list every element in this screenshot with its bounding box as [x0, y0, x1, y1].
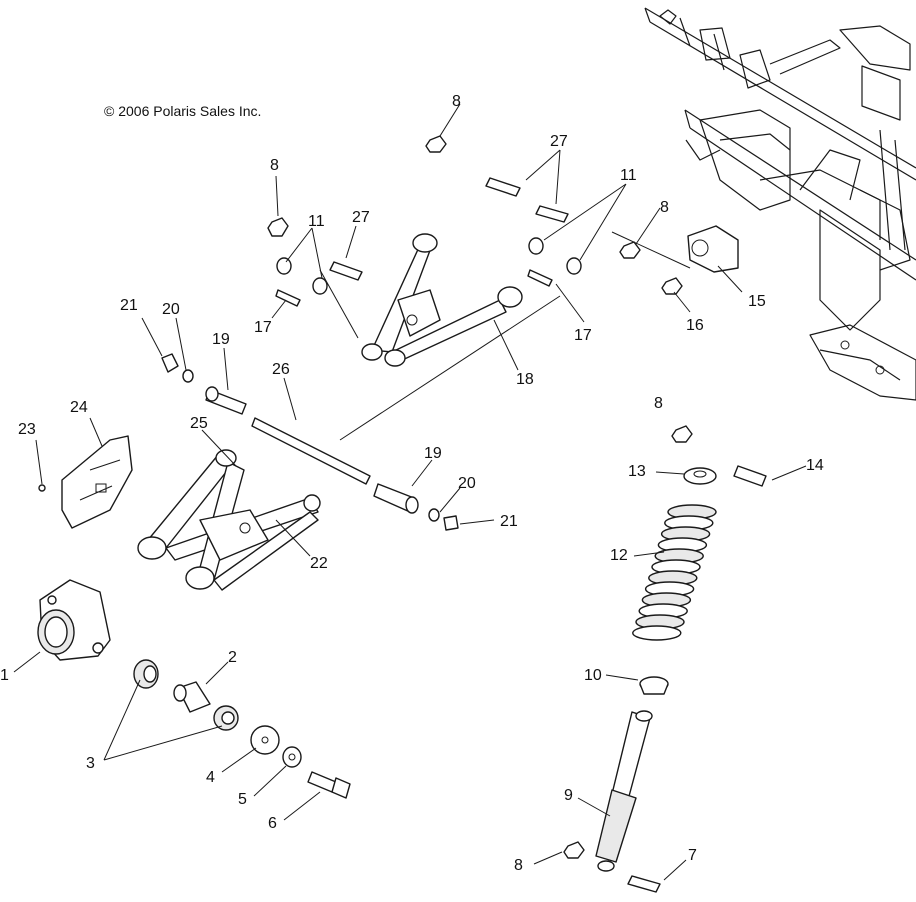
upper-a-arm [361, 233, 523, 367]
bushing [173, 681, 211, 713]
pivot-shaft [251, 417, 371, 485]
pivot-tube-right [373, 483, 419, 514]
nut-8-d [671, 425, 693, 443]
callout-17-right: 17 [574, 327, 592, 344]
callout-27-left: 27 [352, 209, 370, 226]
spring-coil [632, 625, 682, 641]
callout-19-right: 19 [424, 445, 442, 462]
callout-3: 3 [86, 755, 95, 772]
callout-8-shock-top: 8 [654, 395, 663, 412]
callout-8-top: 8 [452, 93, 461, 110]
nut-8-b [425, 135, 447, 153]
callout-7: 7 [688, 847, 697, 864]
callout-6: 6 [268, 815, 277, 832]
callout-26: 26 [272, 361, 290, 378]
callout-8-shock-bottom: 8 [514, 857, 523, 874]
shock-absorber-9 [595, 710, 653, 872]
callout-20-right: 20 [458, 475, 476, 492]
bushing-11-d [566, 257, 582, 275]
washer-20-left [182, 369, 194, 383]
small-screw-23 [38, 484, 46, 492]
spring-seat-10 [639, 676, 669, 695]
callout-21-left: 21 [120, 297, 138, 314]
washer-large [250, 725, 280, 755]
shock-mount-bracket [687, 225, 739, 273]
callout-22: 22 [310, 555, 328, 572]
callout-11-right: 11 [620, 167, 637, 184]
callout-8-left: 8 [270, 157, 279, 174]
lower-a-arm [137, 449, 321, 591]
callout-14: 14 [806, 457, 824, 474]
bolt-21-left [161, 353, 179, 373]
hub-bolt [307, 771, 351, 799]
spring-12 [632, 504, 717, 641]
callout-24: 24 [70, 399, 88, 416]
nut-8-c [619, 241, 641, 259]
callout-12: 12 [610, 547, 628, 564]
bearing-carrier [37, 579, 111, 661]
callout-5: 5 [238, 791, 247, 808]
callout-21-right: 21 [500, 513, 518, 530]
callout-18: 18 [516, 371, 534, 388]
callout-2: 2 [228, 649, 237, 666]
copyright-text: © 2006 Polaris Sales Inc. [104, 103, 261, 119]
washer-small [282, 746, 302, 768]
nut-16 [661, 277, 683, 295]
bearing-seal-2 [213, 705, 239, 731]
bearing-seal-1 [133, 659, 159, 689]
sleeve-17-a [275, 289, 301, 307]
callout-27-right: 27 [550, 133, 568, 150]
washer-20-right [428, 508, 440, 522]
callout-8-right: 8 [660, 199, 669, 216]
bolt-27-c [535, 205, 569, 223]
spring-retainer-13 [683, 467, 717, 485]
bushing-11-a [276, 257, 292, 275]
a-arm-guard [61, 435, 133, 529]
callout-20-left: 20 [162, 301, 180, 318]
callout-labels: 1 2 3 4 5 6 7 8 8 8 8 8 9 10 11 11 12 13… [0, 93, 824, 874]
bolt-27-b [485, 177, 521, 197]
bolt-7 [627, 875, 661, 893]
nut-8-e [563, 841, 585, 859]
callout-4: 4 [206, 769, 215, 786]
pivot-tube-left [205, 386, 247, 415]
bolt-27-a [329, 261, 363, 281]
bolt-21-right [443, 515, 459, 531]
callout-23: 23 [18, 421, 36, 438]
callout-16: 16 [686, 317, 704, 334]
sleeve-17-b [527, 269, 553, 287]
nut-8-a [267, 217, 289, 237]
callout-11-left: 11 [308, 213, 325, 230]
bushing-11-b [312, 277, 328, 295]
frame-assembly [644, 7, 916, 401]
callout-17-left: 17 [254, 319, 272, 336]
callout-10: 10 [584, 667, 602, 684]
callout-13: 13 [628, 463, 646, 480]
bushing-11-c [528, 237, 544, 255]
callout-9: 9 [564, 787, 573, 804]
leader-lines [13, 103, 807, 881]
callout-25: 25 [190, 415, 208, 432]
callout-1: 1 [0, 667, 9, 684]
callout-19-left: 19 [212, 331, 230, 348]
callout-15: 15 [748, 293, 766, 310]
bolt-14 [733, 465, 767, 487]
